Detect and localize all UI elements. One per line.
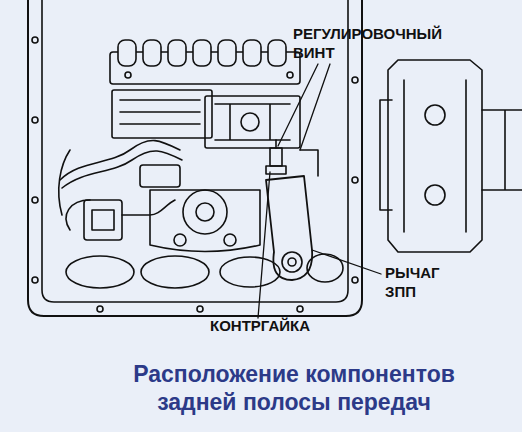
bolt-hole — [352, 77, 358, 83]
valve-spool — [168, 40, 186, 66]
bolt-hole — [32, 197, 38, 203]
bolt-hole — [352, 277, 358, 283]
valve-spool — [193, 40, 211, 66]
valve-spool — [243, 40, 261, 66]
valve-spool — [218, 40, 236, 66]
valve-spool — [268, 40, 286, 66]
figure-caption: Расположение компонентов задней полосы п… — [104, 360, 484, 416]
bolt-hole — [32, 117, 38, 123]
bolt-hole — [32, 37, 38, 43]
part-label: РЕГУЛИРОВОЧНЫЙ ВИНТ — [293, 24, 468, 62]
valve-spool — [118, 40, 136, 66]
valve-spool — [143, 40, 161, 66]
part-label: КОНТРГАЙКА — [210, 316, 350, 335]
bolt-hole — [352, 177, 358, 183]
bolt-hole — [297, 306, 303, 312]
part-label: РЫЧАГ ЗПП — [385, 263, 455, 301]
bolt-hole — [197, 306, 203, 312]
bolt-hole — [32, 277, 38, 283]
bolt-hole — [97, 306, 103, 312]
